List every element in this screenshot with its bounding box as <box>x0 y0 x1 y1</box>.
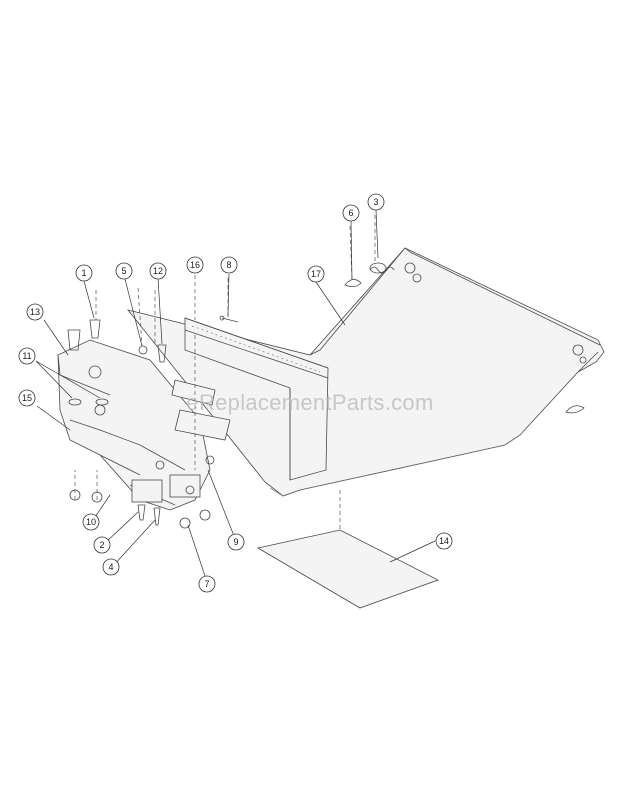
rubber-flap <box>184 317 329 481</box>
callout-6[interactable]: 6 <box>342 204 360 222</box>
callout-10[interactable]: 10 <box>82 513 100 531</box>
leader-lines <box>35 209 436 583</box>
callout-8[interactable]: 8 <box>220 256 238 274</box>
callout-label: 1 <box>81 268 86 278</box>
callout-label: 14 <box>439 536 449 546</box>
callout-label: 4 <box>108 562 113 572</box>
mounting-bracket-assembly <box>57 339 231 511</box>
callout-5[interactable]: 5 <box>115 262 133 280</box>
watermark-text: eReplacementParts.com <box>186 390 433 415</box>
callout-2[interactable]: 2 <box>93 536 111 554</box>
callout-11[interactable]: 11 <box>18 347 36 365</box>
callout-1[interactable]: 1 <box>75 264 93 282</box>
callout-13[interactable]: 13 <box>26 303 44 321</box>
callout-9[interactable]: 9 <box>227 533 245 551</box>
callout-4[interactable]: 4 <box>102 558 120 576</box>
callout-label: 7 <box>204 579 209 589</box>
callout-label: 13 <box>30 307 40 317</box>
callout-label: 5 <box>121 266 126 276</box>
callout-7[interactable]: 7 <box>198 575 216 593</box>
callout-label: 12 <box>153 266 163 276</box>
callout-label: 3 <box>373 197 378 207</box>
callout-label: 9 <box>233 537 238 547</box>
callout-14[interactable]: 14 <box>435 532 453 550</box>
callout-label: 10 <box>86 517 96 527</box>
callout-16[interactable]: 16 <box>186 256 204 274</box>
hardware-parts <box>67 262 585 529</box>
callout-label: 15 <box>22 393 32 403</box>
callout-17[interactable]: 17 <box>307 265 325 283</box>
chute-deflector-plate <box>126 247 605 497</box>
callout-15[interactable]: 15 <box>18 389 36 407</box>
callout-12[interactable]: 12 <box>149 262 167 280</box>
callout-label: 16 <box>190 260 200 270</box>
callout-label: 8 <box>226 260 231 270</box>
callout-3[interactable]: 3 <box>367 193 385 211</box>
callout-label: 17 <box>311 269 321 279</box>
decal-label <box>256 529 440 609</box>
callout-label: 11 <box>22 351 31 361</box>
callout-label: 2 <box>99 540 104 550</box>
callout-label: 6 <box>348 208 353 218</box>
